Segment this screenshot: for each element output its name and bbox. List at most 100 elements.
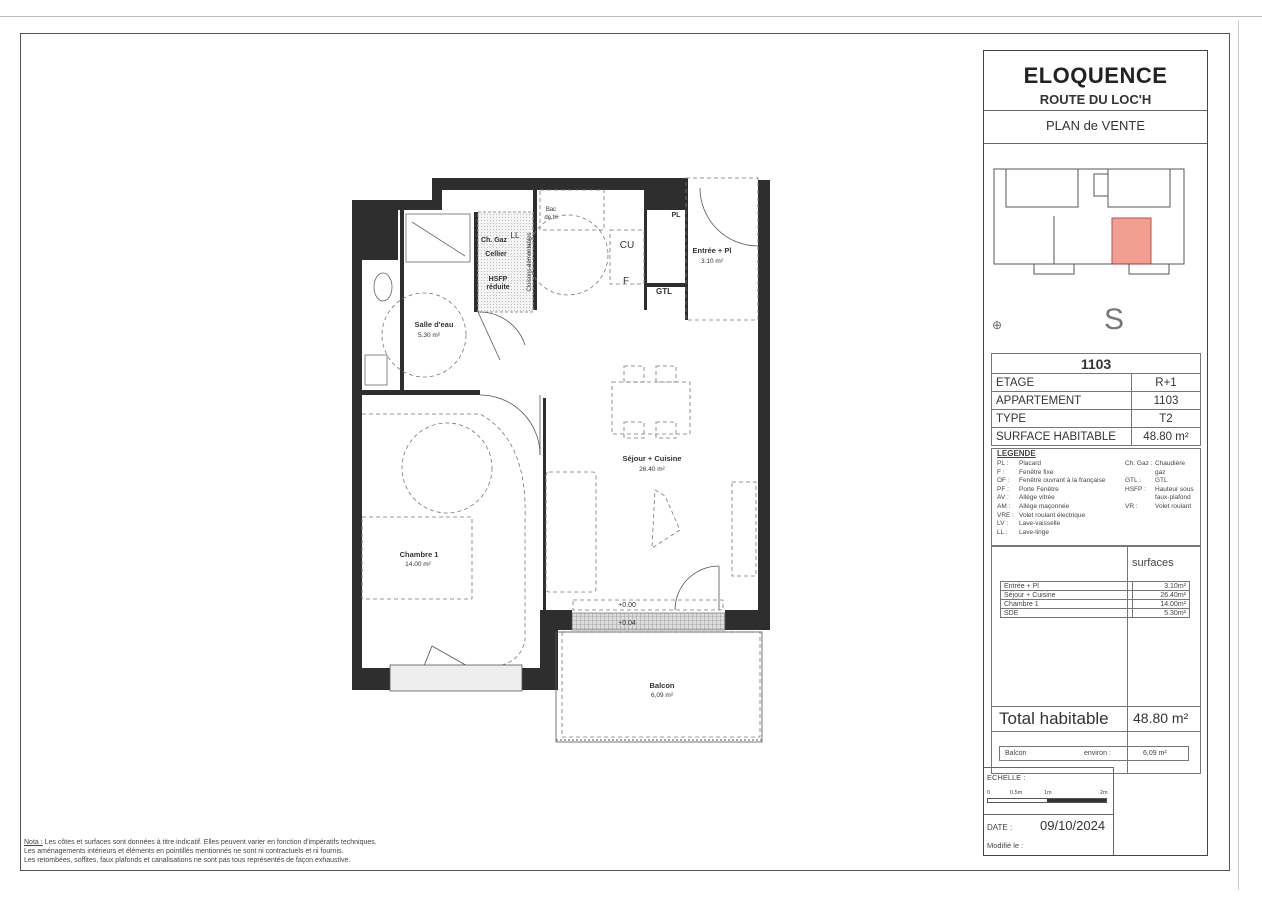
- legend-key: LL :: [997, 528, 1008, 536]
- total-habitable: Total habitable 48.80 m²: [991, 706, 1201, 732]
- legend-value: GTL: [1155, 477, 1168, 485]
- legend-key: AV :: [997, 494, 1009, 502]
- scale-tick: 2m: [1100, 790, 1108, 796]
- legend-item: LV :Lave-vaisselle: [997, 520, 1105, 529]
- label-pl: PL: [672, 212, 682, 219]
- scan-top-line: [0, 16, 1262, 17]
- legend-value: Lave-linge: [1019, 528, 1049, 536]
- legend-key: VRE :: [997, 511, 1014, 519]
- washbasin: [364, 354, 388, 386]
- legend-item: AV :Allège vitrée: [997, 494, 1105, 503]
- surface-room: SDE: [1000, 608, 1133, 618]
- modified-label: Modifié le :: [987, 841, 1024, 850]
- info-label: ETAGE: [991, 373, 1132, 392]
- surfaces-header: surfaces: [1132, 557, 1174, 569]
- label-bac: Bac: [546, 207, 556, 213]
- scan-edge-line: [1238, 20, 1239, 890]
- surface-room: Chambre 1: [1000, 599, 1133, 609]
- unit-number: 1103: [991, 353, 1201, 374]
- legend-key: GTL :: [1125, 477, 1142, 485]
- cellier-zone: [477, 211, 534, 313]
- toilet: [373, 272, 393, 302]
- surface-area: 3.10m²: [1132, 581, 1190, 591]
- legend-value: Hauteur sous faux-plafond: [1155, 485, 1194, 502]
- label-cellier: Cellier: [485, 251, 507, 258]
- unit-highlight: [1111, 217, 1152, 265]
- turning-circle: [381, 292, 467, 378]
- legend-item: LL : Lave-linge: [997, 529, 1105, 538]
- shower: [405, 213, 471, 263]
- surface-room: Séjour + Cuisine: [1000, 590, 1133, 600]
- label-cu: CU: [620, 240, 634, 251]
- legend-item: PL :Placard: [997, 460, 1105, 469]
- legend-key: OF :: [997, 477, 1010, 485]
- legend-item: VRE : Volet roulant électrique: [997, 512, 1105, 521]
- key-plan: ⊕ S: [992, 168, 1185, 336]
- note-line-3: Les retombées, soffites, faux plafonds e…: [24, 857, 351, 864]
- info-label: TYPE: [991, 409, 1132, 428]
- legend-item: AM :Allège maçonnée: [997, 503, 1105, 512]
- disclaimer-note: Nota : Les côtes et surfaces sont donnée…: [24, 838, 377, 865]
- drawing-frame: [20, 33, 1230, 871]
- legend-title: LEGENDE: [997, 449, 1036, 458]
- scale-label: ECHELLE :: [987, 773, 1026, 782]
- info-label: APPARTEMENT: [991, 391, 1132, 410]
- scale-tick: 0.5m: [1010, 790, 1023, 796]
- project-header: ELOQUENCE ROUTE DU LOC'H: [984, 51, 1207, 111]
- room-area-sejour: 26.40 m²: [639, 466, 665, 473]
- info-label: SURFACE HABITABLE: [991, 427, 1132, 446]
- room-name-sejour: Séjour + Cuisine: [623, 454, 682, 463]
- date-value: 09/10/2024: [1040, 818, 1106, 833]
- balcony-outline: [555, 631, 763, 743]
- label-f: F: [623, 276, 629, 287]
- walls: [352, 178, 770, 690]
- label-de-tri: de tri: [544, 215, 557, 221]
- room-name-entree: Entrée + Pl: [693, 246, 732, 255]
- legend-key: VR :: [1125, 502, 1138, 510]
- balcony-qualifier: environ :: [1084, 750, 1111, 757]
- entrance-door-swing: [699, 187, 759, 247]
- total-label: Total habitable: [999, 709, 1109, 728]
- legend-value: Lave-vaisselle: [1019, 520, 1061, 528]
- legend-value: Volet roulant: [1155, 502, 1192, 510]
- title-block: ELOQUENCE ROUTE DU LOC'H PLAN de VENTE ⊕…: [983, 50, 1208, 856]
- balcony-row: Balcon environ : 6,09 m²: [999, 746, 1189, 761]
- balcony-value: 6,09 m²: [1143, 750, 1167, 757]
- document-type: PLAN de VENTE: [984, 111, 1207, 144]
- legend-value: Porte Fenêtre: [1019, 485, 1059, 493]
- legend-value: Placard: [1019, 460, 1042, 467]
- legend-key: Ch. Gaz :: [1125, 460, 1153, 467]
- legend-value: Volet roulant électrique: [1019, 511, 1086, 519]
- handwritten-mark: S: [1104, 303, 1124, 336]
- legend-item: OF :Fenêtre ouvrant à la française: [997, 477, 1105, 486]
- balcony-threshold: [571, 612, 726, 631]
- legend-key: F :: [997, 468, 1005, 476]
- room-name-balcon: Balcon: [649, 681, 674, 690]
- project-title: ELOQUENCE: [1023, 63, 1168, 88]
- note-line-2: Les aménagements intérieurs et éléments …: [24, 848, 344, 855]
- total-value: 48.80 m²: [1133, 710, 1189, 726]
- legend-key: PF :: [997, 485, 1009, 493]
- room-area-chambre: 14.00 m²: [405, 561, 431, 568]
- dining-table: [611, 381, 691, 435]
- scale-tick: 0: [987, 790, 991, 796]
- room-area-entree: 3.10 m²: [701, 258, 724, 265]
- floor-plan: Salle d'eau 5.30 m² Entrée + Pl 3.10 m² …: [352, 177, 770, 743]
- scale-tick: 1m: [1044, 790, 1052, 796]
- label-ch-gaz: Ch. Gaz: [481, 237, 508, 244]
- label-gtl: GTL: [656, 287, 672, 296]
- label-reduite: réduite: [486, 284, 509, 291]
- label-cloisons: Cloisons démontables: [527, 232, 533, 291]
- room-name-chambre: Chambre 1: [400, 550, 439, 559]
